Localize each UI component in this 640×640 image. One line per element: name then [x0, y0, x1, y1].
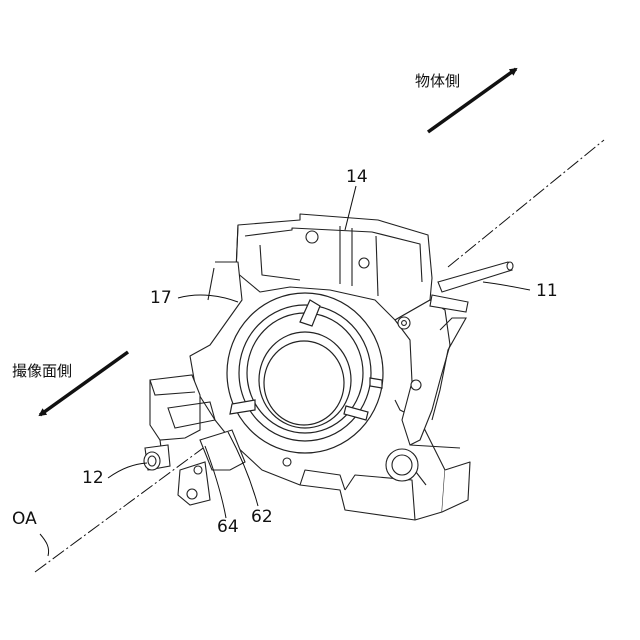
leader-11 [483, 282, 530, 290]
part-label-64: 64 [217, 517, 239, 537]
part-label-14: 14 [346, 167, 368, 187]
lens-barrel [227, 293, 383, 453]
part-label-62: 62 [251, 507, 273, 527]
part-label-17: 17 [150, 288, 172, 308]
optical-axis-label: OA [12, 509, 37, 529]
leader-oa [40, 534, 49, 556]
object-side-label: 物体側 [415, 70, 460, 91]
leader-12 [108, 463, 147, 478]
imaging-surface-side-label: 撮像面側 [12, 360, 72, 381]
part-label-11: 11 [536, 281, 558, 301]
part-label-12: 12 [82, 468, 104, 488]
